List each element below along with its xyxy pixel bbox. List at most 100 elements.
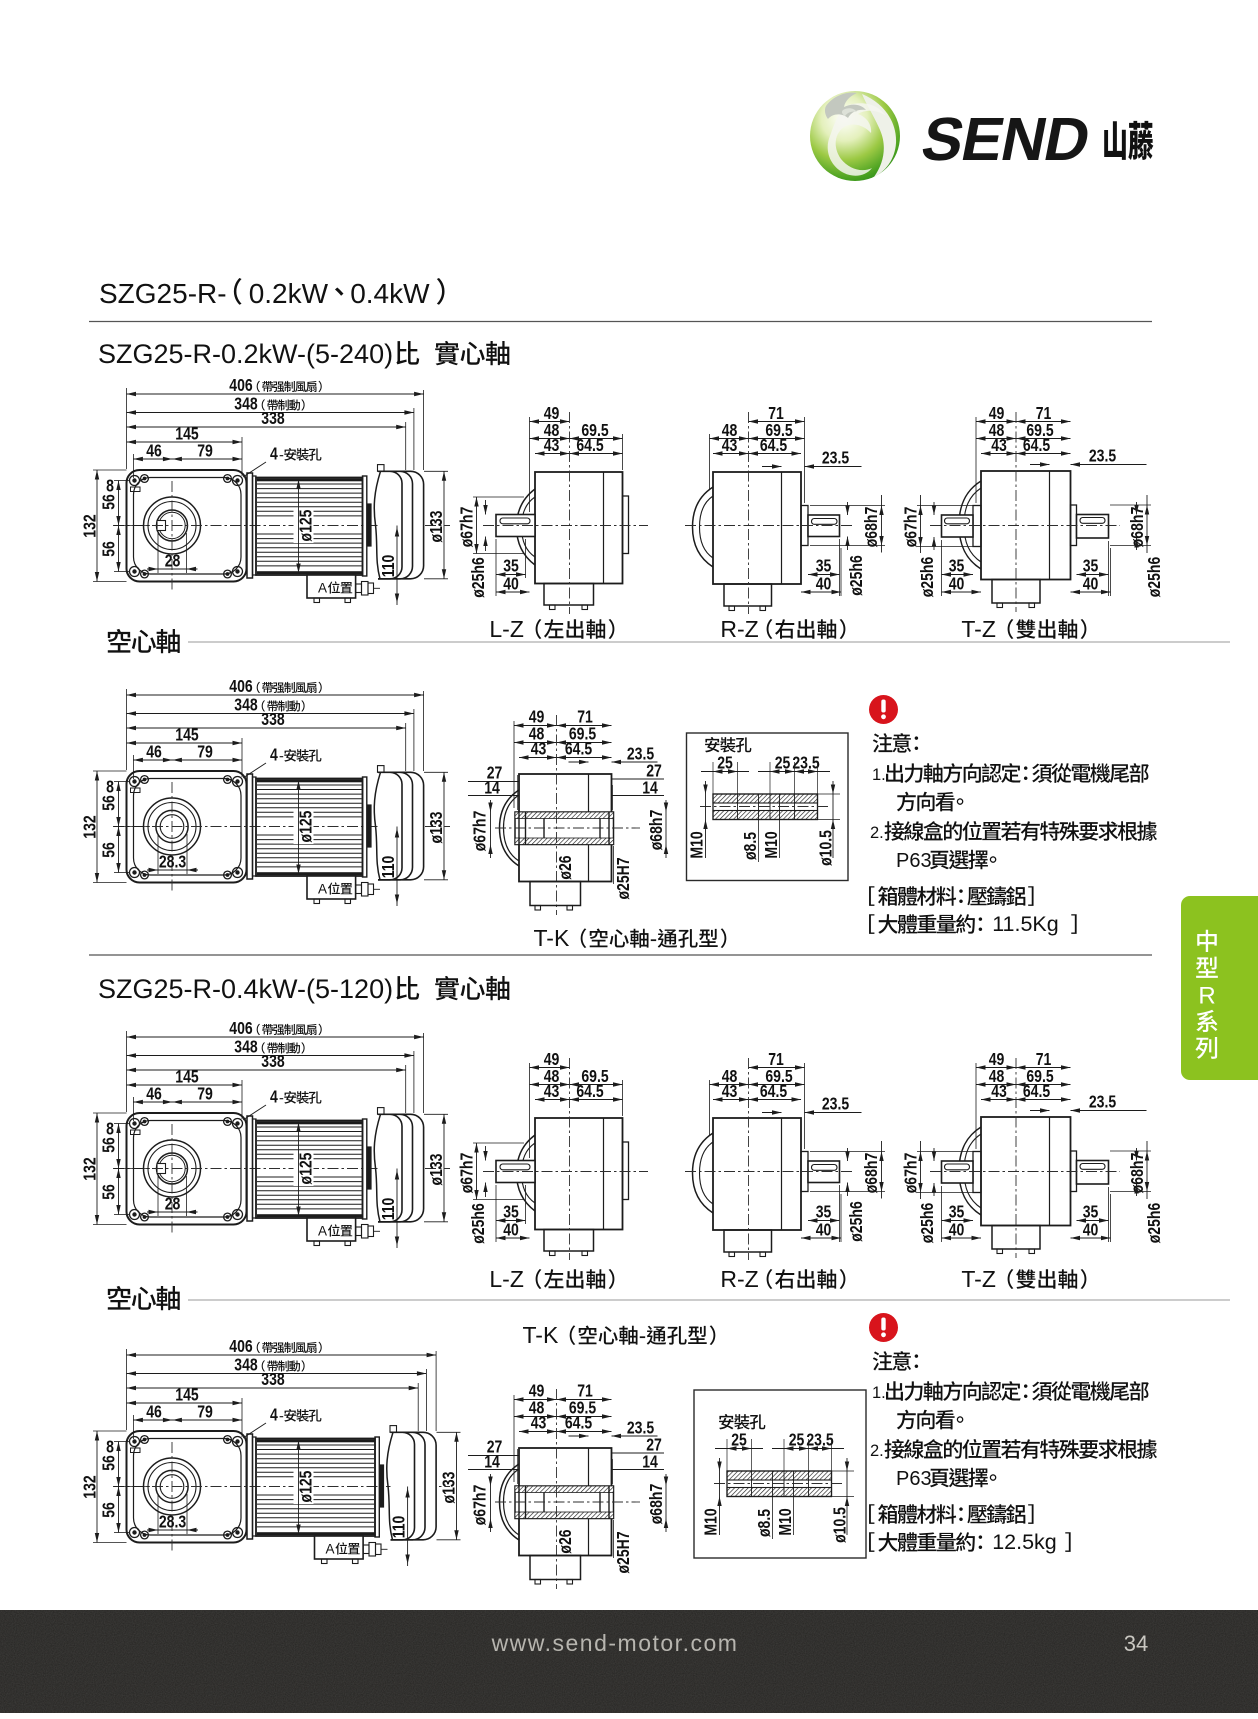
svg-text:43: 43 [722,435,738,455]
svg-text:ø133: ø133 [426,1153,446,1185]
svg-text:23.5: 23.5 [792,753,819,773]
svg-text:ø10.5: ø10.5 [830,1507,850,1543]
svg-text:48: 48 [529,724,545,744]
svg-text:40: 40 [503,574,519,594]
svg-text:64.5: 64.5 [565,1413,592,1433]
svg-text:49: 49 [544,1049,560,1069]
svg-text:338: 338 [261,408,284,428]
svg-text:M10: M10 [701,1508,721,1535]
svg-text:64.5: 64.5 [576,1081,603,1101]
svg-text:49: 49 [529,707,545,727]
svg-text:ø68h7: ø68h7 [1127,507,1147,548]
svg-text:ø125: ø125 [296,1470,316,1502]
svg-text:43: 43 [531,739,547,759]
svg-text:M10: M10 [775,1508,795,1535]
svg-text:P63: P63 [896,850,932,872]
svg-text:110: 110 [389,1516,409,1539]
svg-text:0.4kW: 0.4kW [350,278,430,309]
svg-text:49: 49 [989,403,1005,423]
svg-text:56: 56 [99,1502,119,1518]
svg-text:23.5: 23.5 [822,448,849,468]
svg-text:406: 406 [229,1018,252,1038]
svg-text:69.5: 69.5 [1026,420,1053,440]
svg-text:ø125: ø125 [296,509,316,541]
svg-text:46: 46 [146,441,162,461]
svg-text:79: 79 [197,441,213,461]
svg-text:35: 35 [1083,556,1099,576]
svg-text:48: 48 [544,1066,560,1086]
svg-text:ø68h7: ø68h7 [1127,1153,1147,1194]
svg-text:28: 28 [165,1194,181,1214]
svg-text:ø67h7: ø67h7 [457,1153,477,1194]
svg-text:ø125: ø125 [296,810,316,842]
svg-text:34: 34 [1124,1631,1148,1656]
svg-text:23.5: 23.5 [806,1430,833,1450]
svg-text:ø67h7: ø67h7 [901,507,921,548]
svg-text:25: 25 [775,753,791,773]
svg-text:35: 35 [816,556,832,576]
svg-text:ø25H7: ø25H7 [613,1531,633,1573]
svg-text:28.3: 28.3 [159,852,186,872]
svg-text:27: 27 [646,761,662,781]
svg-text:27: 27 [646,1435,662,1455]
svg-text:348: 348 [234,695,257,715]
svg-text:71: 71 [577,1381,593,1401]
svg-text:25: 25 [731,1430,747,1450]
svg-text:49: 49 [989,1049,1005,1069]
svg-text:132: 132 [80,1157,100,1180]
svg-text:ø26: ø26 [555,1529,575,1553]
svg-text:R-Z: R-Z [720,616,758,642]
svg-text:R: R [1198,982,1215,1009]
svg-text:P63: P63 [896,1468,932,1490]
svg-text:71: 71 [1036,403,1052,423]
svg-text:40: 40 [949,574,965,594]
svg-text:ø68h7: ø68h7 [861,507,881,548]
svg-text:406: 406 [229,375,252,395]
svg-text:46: 46 [146,1402,162,1422]
svg-text:4: 4 [270,1405,278,1425]
svg-text:ø10.5: ø10.5 [816,830,836,866]
svg-text:56: 56 [99,1455,119,1471]
svg-text:14: 14 [642,1452,658,1472]
svg-text:ø8.5: ø8.5 [754,1509,774,1537]
svg-text:79: 79 [197,742,213,762]
svg-text:56: 56 [99,541,119,557]
svg-text:11.5Kg: 11.5Kg [992,912,1059,936]
svg-text:ø25h6: ø25h6 [468,1203,488,1244]
svg-text:4: 4 [270,444,278,464]
svg-text:A: A [326,1542,335,1557]
svg-text:ø133: ø133 [439,1471,459,1503]
svg-text:25: 25 [717,753,733,773]
svg-text:8: 8 [106,476,114,496]
svg-text:ø25h6: ø25h6 [846,555,866,596]
svg-text:1.: 1. [872,766,886,784]
svg-text:56: 56 [99,795,119,811]
svg-text:28: 28 [165,551,181,571]
svg-text:ø26: ø26 [555,855,575,879]
svg-text:338: 338 [261,1051,284,1071]
svg-text:ø67h7: ø67h7 [457,507,477,548]
svg-text:M10: M10 [761,831,781,858]
svg-text:43: 43 [722,1081,738,1101]
svg-text:ø8.5: ø8.5 [740,832,760,860]
svg-text:ø25h6: ø25h6 [1144,557,1164,598]
svg-text:A: A [318,1224,327,1239]
svg-text:79: 79 [197,1084,213,1104]
svg-text:ø68h7: ø68h7 [646,810,666,851]
svg-text:110: 110 [378,856,398,879]
svg-text:56: 56 [99,494,119,510]
svg-text:338: 338 [261,1369,284,1389]
svg-text:48: 48 [722,1066,738,1086]
svg-text:23.5: 23.5 [627,1418,654,1438]
svg-text:4: 4 [270,1087,278,1107]
svg-text:28.3: 28.3 [159,1512,186,1532]
svg-text:ø67h7: ø67h7 [901,1153,921,1194]
svg-text:43: 43 [531,1413,547,1433]
svg-text:71: 71 [1036,1049,1052,1069]
svg-text:406: 406 [229,676,252,696]
svg-text:SZG25-R-0.4kW-(5-120): SZG25-R-0.4kW-(5-120) [98,974,393,1004]
svg-text:ø68h7: ø68h7 [646,1484,666,1525]
svg-text:64.5: 64.5 [760,1081,787,1101]
svg-text:145: 145 [175,424,198,444]
svg-text:132: 132 [80,1475,100,1498]
